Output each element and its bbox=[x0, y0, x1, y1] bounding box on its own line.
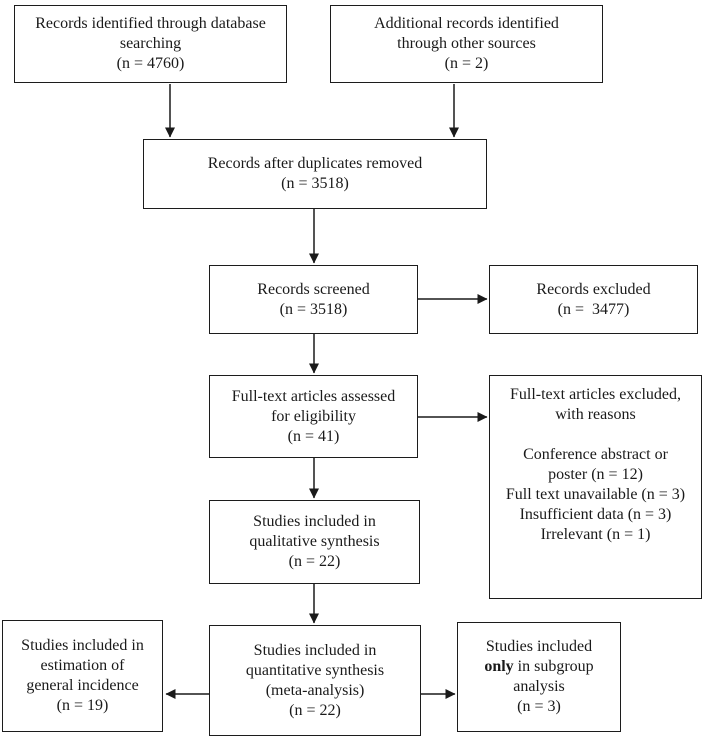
box-general-incidence-estimation-text: Studies included in estimation of genera… bbox=[21, 637, 144, 714]
subgroup-line-2-rest: in subgroup bbox=[513, 658, 594, 675]
subgroup-line-3: analysis bbox=[513, 678, 565, 695]
box-quantitative-synthesis-text: Studies included in quantitative synthes… bbox=[245, 641, 385, 719]
box-quantitative-synthesis: Studies included in quantitative synthes… bbox=[209, 625, 421, 736]
box-qualitative-synthesis: Studies included in qualitative synthesi… bbox=[209, 500, 420, 584]
box-fulltext-articles-assessed-text: Full-text articles assessed for eligibil… bbox=[231, 387, 396, 445]
box-fulltext-articles-excluded: Full-text articles excluded, with reason… bbox=[489, 375, 702, 599]
box-additional-records-other-sources-text: Additional records identified through ot… bbox=[374, 15, 559, 72]
box-records-identified-database: Records identified through database sear… bbox=[14, 5, 287, 83]
box-records-excluded-text: Records excluded (n = 3477) bbox=[536, 280, 651, 318]
box-subgroup-analysis-only: Studies included only in subgroup analys… bbox=[457, 622, 621, 732]
box-records-identified-database-text: Records identified through database sear… bbox=[35, 15, 266, 72]
box-additional-records-other-sources: Additional records identified through ot… bbox=[330, 5, 603, 83]
box-records-screened-text: Records screened (n = 3518) bbox=[257, 280, 370, 318]
subgroup-only-bold-word: only bbox=[484, 658, 514, 675]
box-records-after-duplicates-removed-text: Records after duplicates removed (n = 35… bbox=[207, 155, 423, 192]
box-records-after-duplicates-removed: Records after duplicates removed (n = 35… bbox=[143, 139, 487, 209]
subgroup-line-1: Studies included bbox=[485, 638, 593, 655]
box-records-screened: Records screened (n = 3518) bbox=[209, 265, 418, 334]
subgroup-line-2: only in subgroup bbox=[484, 657, 593, 677]
box-general-incidence-estimation: Studies included in estimation of genera… bbox=[2, 620, 163, 732]
box-fulltext-articles-assessed: Full-text articles assessed for eligibil… bbox=[209, 375, 418, 458]
box-records-excluded: Records excluded (n = 3477) bbox=[489, 265, 698, 334]
subgroup-line-4: (n = 3) bbox=[517, 698, 561, 715]
box-subgroup-analysis-only-text: Studies included only in subgroup analys… bbox=[484, 637, 593, 717]
box-fulltext-articles-excluded-text: Full-text articles excluded, with reason… bbox=[505, 386, 686, 543]
box-qualitative-synthesis-text: Studies included in qualitative synthesi… bbox=[249, 513, 380, 570]
